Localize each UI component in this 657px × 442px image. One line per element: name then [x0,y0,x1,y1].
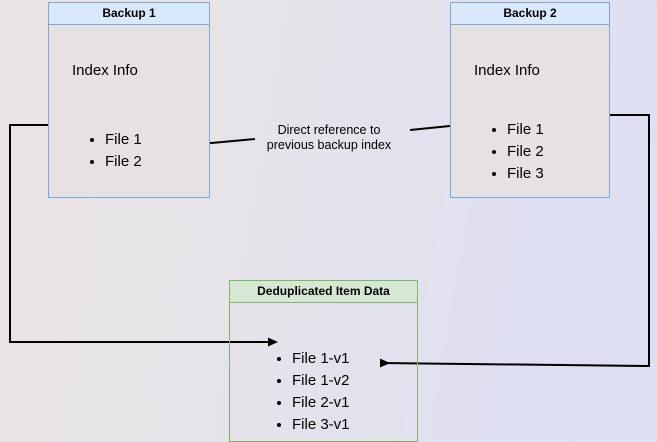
node-backup-1-body: Index Info File 1 File 2 [48,25,210,198]
list-item: File 1 [105,129,142,151]
edge-label-direct-reference: Direct reference to previous backup inde… [266,123,392,152]
node-backup-2[interactable]: Backup 2 Index Info File 1 File 2 File 3 [450,2,610,198]
backup-2-file-list: File 1 File 2 File 3 [491,119,544,185]
list-item: File 1 [507,119,544,141]
node-backup-1[interactable]: Backup 1 Index Info File 1 File 2 [48,2,210,198]
list-item: File 1-v1 [292,348,350,370]
node-deduplicated-item-data[interactable]: Deduplicated Item Data File 1-v1 File 1-… [229,280,418,442]
node-backup-2-body: Index Info File 1 File 2 File 3 [450,25,610,198]
list-item: File 1-v2 [292,370,350,392]
list-item: File 2-v1 [292,392,350,414]
node-dedup-header: Deduplicated Item Data [229,280,418,303]
list-item: File 2 [507,141,544,163]
node-dedup-body: File 1-v1 File 1-v2 File 2-v1 File 3-v1 [229,303,418,442]
list-item: File 3 [507,163,544,185]
node-backup-2-header: Backup 2 [450,2,610,25]
backup-1-index-info-label: Index Info [72,62,138,79]
dedup-file-list: File 1-v1 File 1-v2 File 2-v1 File 3-v1 [276,348,350,436]
list-item: File 3-v1 [292,414,350,436]
backup-1-file-list: File 1 File 2 [89,129,142,173]
list-item: File 2 [105,151,142,173]
backup-2-index-info-label: Index Info [474,62,540,79]
node-backup-1-header: Backup 1 [48,2,210,25]
